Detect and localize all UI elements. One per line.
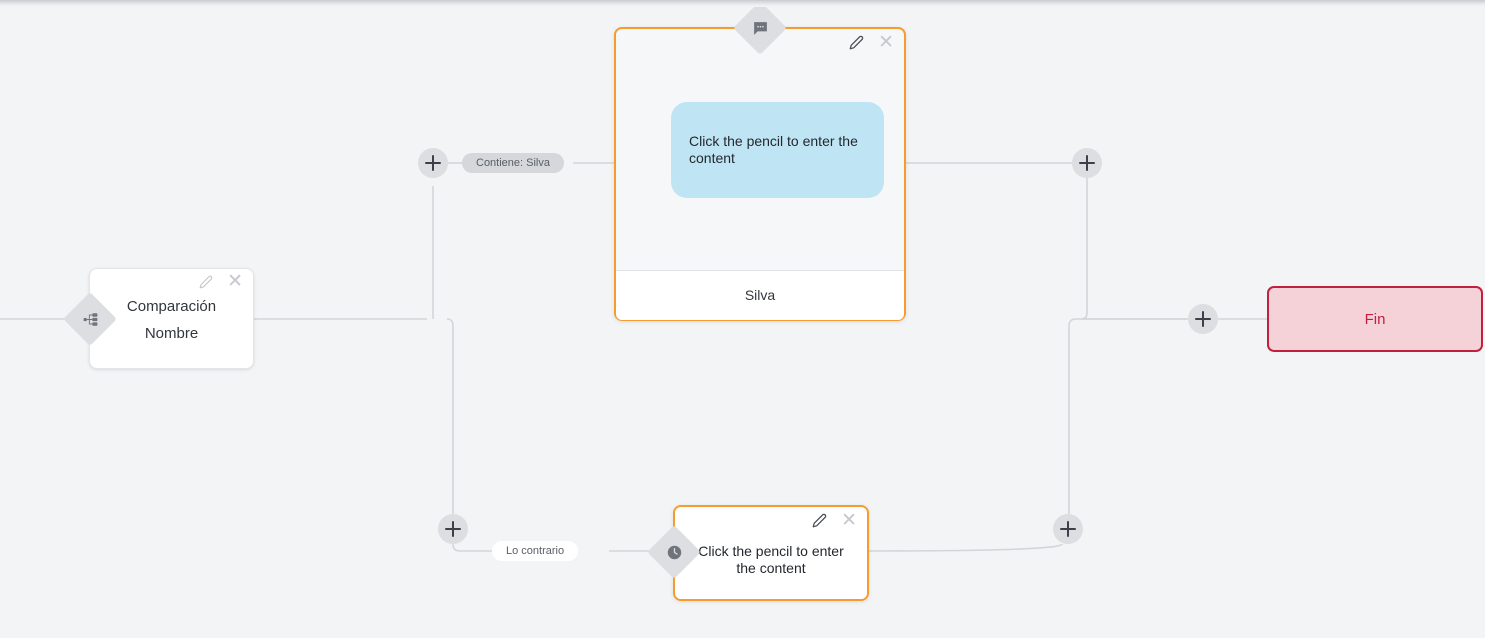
close-icon[interactable]: ✕ [227, 271, 243, 292]
node-comparacion-title: Comparación [126, 298, 217, 315]
add-node-before-end[interactable] [1188, 304, 1218, 334]
speech-bubble-icon [741, 9, 779, 47]
edge-plus-right-down [1080, 178, 1188, 320]
edit-pencil-icon[interactable] [199, 275, 213, 289]
top-shadow-strip [0, 0, 1485, 7]
node-message-main-footer: Silva [616, 270, 904, 320]
node-message-main-tools: ✕ [849, 31, 894, 53]
node-message-bottom-tools: ✕ [812, 509, 857, 531]
add-node-bottom-left[interactable] [438, 514, 468, 544]
clock-icon [655, 533, 693, 571]
node-comparacion-tools: ✕ [199, 271, 243, 292]
edit-pencil-icon[interactable] [812, 513, 827, 528]
node-comparacion-subtitle: Nombre [144, 325, 199, 342]
branch-icon [71, 300, 109, 338]
edge-label-lo-contrario[interactable]: Lo contrario [492, 541, 579, 561]
message-bubble[interactable]: Click the pencil to enter the content [671, 101, 884, 198]
add-node-top-left[interactable] [418, 148, 448, 178]
close-icon[interactable]: ✕ [841, 509, 857, 531]
close-icon[interactable]: ✕ [878, 31, 894, 53]
node-comparacion-body: Comparación Nombre [90, 269, 253, 342]
edge-plus-bottom-up [1068, 318, 1188, 514]
edit-pencil-icon[interactable] [849, 35, 864, 50]
branch-icon-handle[interactable] [63, 292, 117, 346]
node-comparacion[interactable]: ✕ Comparación Nombre [89, 268, 254, 369]
node-fin[interactable]: Fin [1267, 286, 1483, 352]
edge-to-label-bottom-a [452, 543, 492, 552]
node-message-bottom-text[interactable]: Click the pencil to enter the content [675, 507, 867, 599]
add-node-bottom-right[interactable] [1053, 514, 1083, 544]
edge-trunk-down [446, 318, 454, 514]
clock-icon-handle[interactable] [647, 525, 701, 579]
node-message-main[interactable]: ✕ Click the pencil to enter the content … [614, 27, 906, 321]
speech-bubble-icon-handle[interactable] [733, 1, 787, 55]
add-node-top-right[interactable] [1072, 148, 1102, 178]
node-fin-label: Fin [1364, 310, 1386, 328]
node-message-main-body: Click the pencil to enter the content [616, 29, 904, 270]
edge-label-contiene-silva[interactable]: Contiene: Silva [462, 153, 564, 173]
edge-bottom-to-plus-right [868, 543, 1063, 552]
node-message-bottom[interactable]: ✕ Click the pencil to enter the content [673, 505, 869, 601]
